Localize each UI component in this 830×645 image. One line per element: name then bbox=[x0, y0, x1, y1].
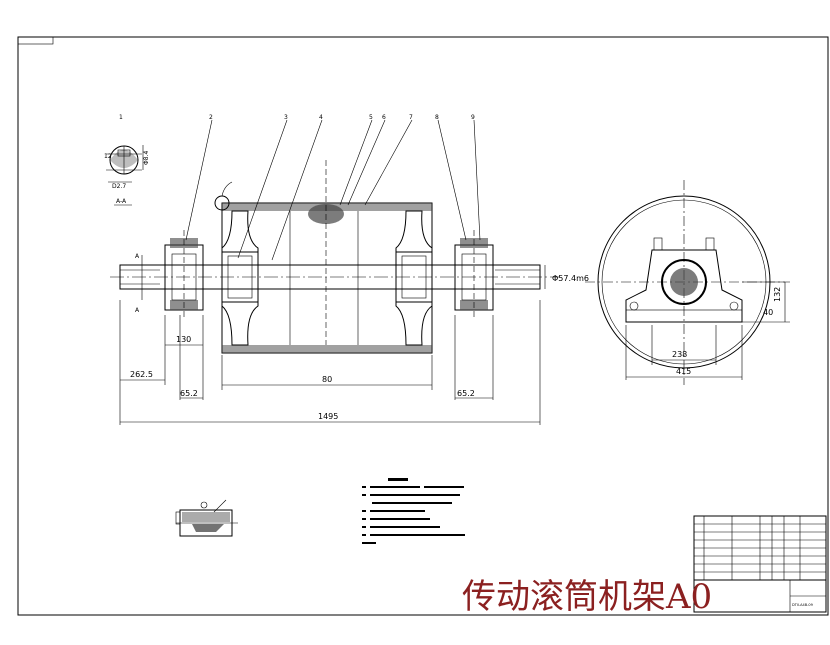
dim-pulley-height: 132 bbox=[773, 287, 782, 302]
part-label-4: 5 bbox=[369, 114, 373, 121]
dim-pulley-small: 40 bbox=[763, 308, 773, 317]
dim-left-seat: 130 bbox=[176, 335, 191, 344]
part-label-1: 2 bbox=[209, 114, 213, 121]
dim-pulley-width: 238 bbox=[672, 350, 687, 359]
part-label-5: 6 bbox=[382, 114, 386, 121]
title-watermark: 传动滚筒机架A0 bbox=[462, 577, 712, 617]
dim-left-gap: 65.2 bbox=[180, 389, 198, 398]
dim-pulley-base: 415 bbox=[676, 367, 691, 376]
part-label-6: 7 bbox=[409, 114, 413, 121]
technical-notes bbox=[362, 478, 465, 544]
part-label-2: 3 bbox=[284, 114, 288, 121]
dim-drum-width: 80 bbox=[322, 375, 332, 384]
section-mark-bottom: A bbox=[135, 307, 140, 314]
section-dim-b: D2.7 bbox=[112, 183, 126, 190]
sheet-border bbox=[17, 36, 829, 616]
dim-overall-length: 1495 bbox=[318, 412, 338, 421]
section-label: A-A bbox=[116, 198, 127, 205]
part-label-0: 1 bbox=[119, 114, 123, 121]
end-view: 238 415 132 40 bbox=[585, 180, 790, 385]
part-label-7: 8 bbox=[435, 114, 439, 121]
dim-shaft-dia: Φ57.4m6 bbox=[552, 274, 589, 283]
section-dim-c: Φ8.4 bbox=[143, 151, 150, 165]
sheet-corner-box bbox=[17, 36, 54, 45]
main-view: A A 2 3 4 5 6 7 8 9 1 Φ57.4m6 130 bbox=[110, 114, 589, 425]
dim-left-overhang: 262.5 bbox=[130, 370, 153, 379]
parts-list: DTII-A4B-09 bbox=[693, 515, 827, 613]
seal-detail bbox=[175, 499, 238, 537]
part-label-8: 9 bbox=[471, 114, 475, 121]
section-dim-a: 12 bbox=[104, 153, 112, 160]
dim-right-gap: 65.2 bbox=[457, 389, 475, 398]
part-label-3: 4 bbox=[319, 114, 323, 121]
section-mark-top: A bbox=[135, 253, 140, 260]
drawing-number: DTII-A4B-09 bbox=[792, 603, 813, 607]
section-view-aa: D2.7 12 Φ8.4 A-A bbox=[104, 145, 150, 206]
